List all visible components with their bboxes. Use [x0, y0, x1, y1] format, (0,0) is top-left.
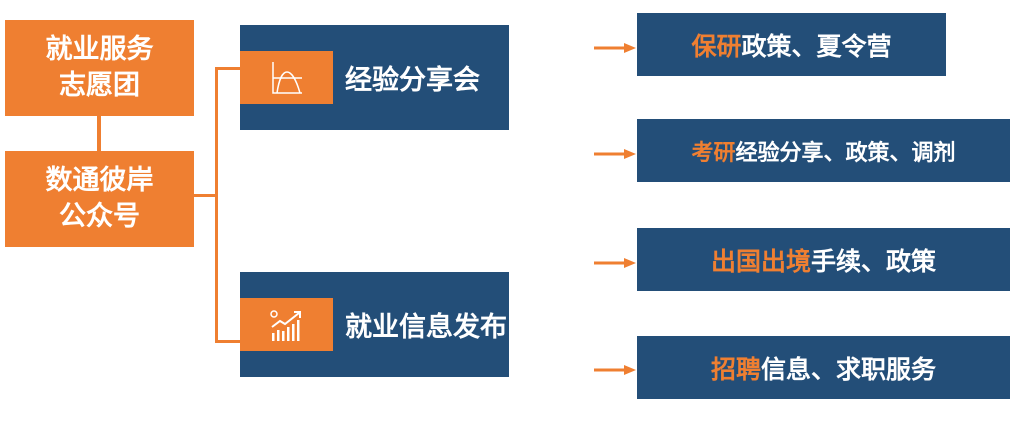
arrow-right-icon — [594, 149, 636, 159]
volunteer-group-box: 就业服务 志愿团 — [5, 20, 194, 116]
item-highlight: 出国出境 — [710, 246, 811, 276]
connector-line — [97, 116, 101, 151]
item-highlight: 保研 — [691, 31, 742, 61]
item-box-kaoyan: 考研经验分享、政策、调剂 — [637, 119, 1010, 182]
official-account-box: 数通彼岸 公众号 — [5, 151, 194, 247]
box-label: 数通彼岸 — [45, 165, 154, 196]
item-text: 信息、求职服务 — [761, 354, 937, 384]
item-box-baoyan: 保研政策、夏令营 — [637, 13, 946, 76]
item-text: 经验分享、政策、调剂 — [735, 140, 956, 166]
arrow-right-icon — [594, 43, 636, 53]
box-label: 志愿团 — [59, 70, 140, 101]
item-highlight: 考研 — [691, 140, 736, 166]
experience-sharing-box: 经验分享会 — [240, 25, 509, 130]
connector-line — [215, 340, 240, 343]
bell-curve-chart-icon — [240, 51, 333, 104]
arrow-right-icon — [594, 258, 636, 268]
box-label: 就业服务 — [45, 34, 154, 65]
category-title: 经验分享会 — [345, 65, 480, 96]
connector-line — [194, 194, 218, 197]
job-info-box: 就业信息发布 — [240, 272, 509, 377]
category-title: 就业信息发布 — [345, 312, 507, 343]
box-label: 公众号 — [59, 201, 140, 232]
connector-line — [215, 67, 240, 70]
connector-line — [215, 67, 218, 343]
item-highlight: 招聘 — [710, 354, 761, 384]
growth-bar-chart-icon — [240, 298, 333, 351]
item-box-recruitment: 招聘信息、求职服务 — [637, 336, 1010, 399]
item-box-abroad: 出国出境手续、政策 — [637, 228, 1010, 291]
arrow-right-icon — [594, 365, 636, 375]
item-text: 手续、政策 — [811, 246, 937, 276]
item-text: 政策、夏令营 — [741, 31, 892, 61]
